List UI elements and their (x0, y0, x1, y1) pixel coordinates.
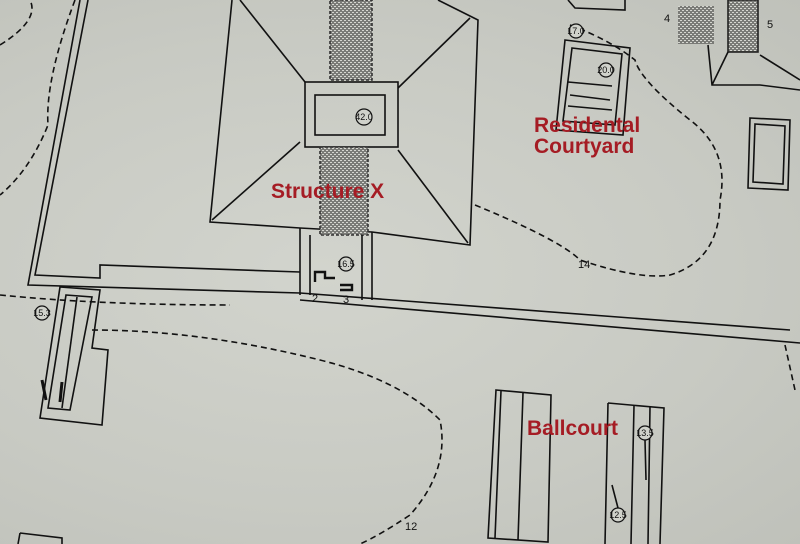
contour-line-14 (474, 24, 723, 277)
feature-numbers: 2 3 4 5 14 12 (312, 13, 773, 533)
elevation-marker: 42.0 (355, 112, 373, 122)
ballcourt-label: Ballcourt (527, 417, 619, 440)
residential-label-line2: Courtyard (534, 135, 635, 158)
feature-number: 2 (312, 293, 318, 305)
residential-label-line1: Residental (534, 114, 641, 137)
elevation-values: 42.0 16.5 17.0 20.0 15.3 13.5 12.5 (33, 26, 654, 520)
west-l-building (39, 286, 109, 426)
contour-line (0, 294, 231, 306)
elevation-marker: 13.5 (636, 428, 654, 438)
feature-number: 4 (664, 13, 670, 25)
feature-number: 5 (767, 19, 773, 31)
elevation-marker: 20.0 (597, 65, 615, 75)
contour-label: 12 (405, 521, 417, 533)
contour-line-12 (91, 329, 443, 544)
residential-courtyard-label: Residental Courtyard (534, 115, 640, 157)
elevation-marker: 17.0 (567, 26, 585, 36)
residential-courtyard-building (555, 39, 631, 136)
structure-x-label: Structure X (271, 180, 385, 203)
contour-label: 14 (578, 259, 590, 271)
contour-line (0, 0, 33, 46)
feature-number: 3 (343, 294, 349, 306)
contour-line (0, 0, 76, 196)
elevation-marker: 16.5 (337, 259, 355, 269)
elevation-marker: 12.5 (609, 510, 627, 520)
elevation-marker: 15.3 (33, 308, 51, 318)
platform-outline (34, 0, 301, 279)
ballcourt-structure (487, 389, 665, 544)
